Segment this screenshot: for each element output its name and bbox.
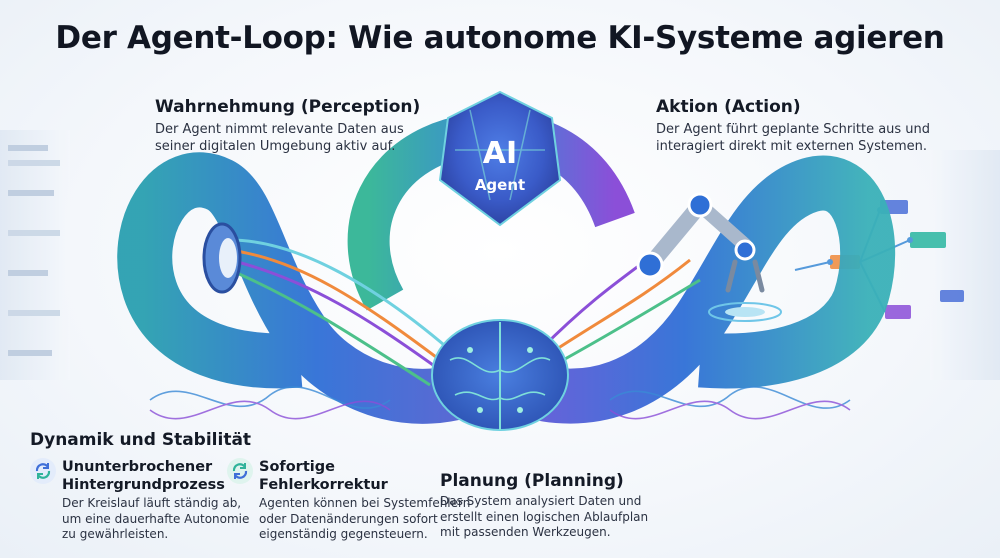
perception-description: Der Agent nimmt relevante Daten aus sein…: [155, 122, 404, 154]
error-correction-description: Agenten können bei Systemfehlern oder Da…: [259, 496, 471, 541]
error-correction-title: Sofortige Fehlerkorrektur: [259, 459, 388, 493]
planning-description: Das System analysiert Daten und erstellt…: [440, 494, 649, 539]
action-description: Der Agent führt geplante Schritte aus un…: [656, 122, 931, 154]
core-label-ai: AI: [483, 136, 517, 171]
core-label-agent: Agent: [475, 176, 525, 194]
refresh-icon: [30, 458, 56, 484]
planning-heading: Planung (Planning): [440, 471, 624, 491]
continuous-process-description: Der Kreislauf läuft ständig ab, um eine …: [62, 496, 250, 541]
signal-waves: [149, 386, 851, 420]
sync-correction-icon: [227, 458, 253, 484]
perception-heading: Wahrnehmung (Perception): [155, 97, 421, 117]
dynamics-heading: Dynamik und Stabilität: [30, 430, 252, 450]
robot-arm-icon: [636, 192, 782, 322]
perception-lens-icon: [202, 222, 242, 294]
continuous-process-title: Ununterbrochener Hintergrundprozess: [62, 459, 225, 493]
ai-agent-core: AI Agent: [438, 90, 562, 227]
planning-brain-icon: [431, 319, 569, 431]
left-data-panels: [0, 130, 70, 380]
action-band: [488, 155, 896, 424]
perception-band: [117, 152, 503, 424]
data-streams: [229, 238, 701, 387]
page-title: Der Agent-Loop: Wie autonome KI-Systeme …: [55, 20, 945, 56]
action-heading: Aktion (Action): [656, 97, 801, 117]
